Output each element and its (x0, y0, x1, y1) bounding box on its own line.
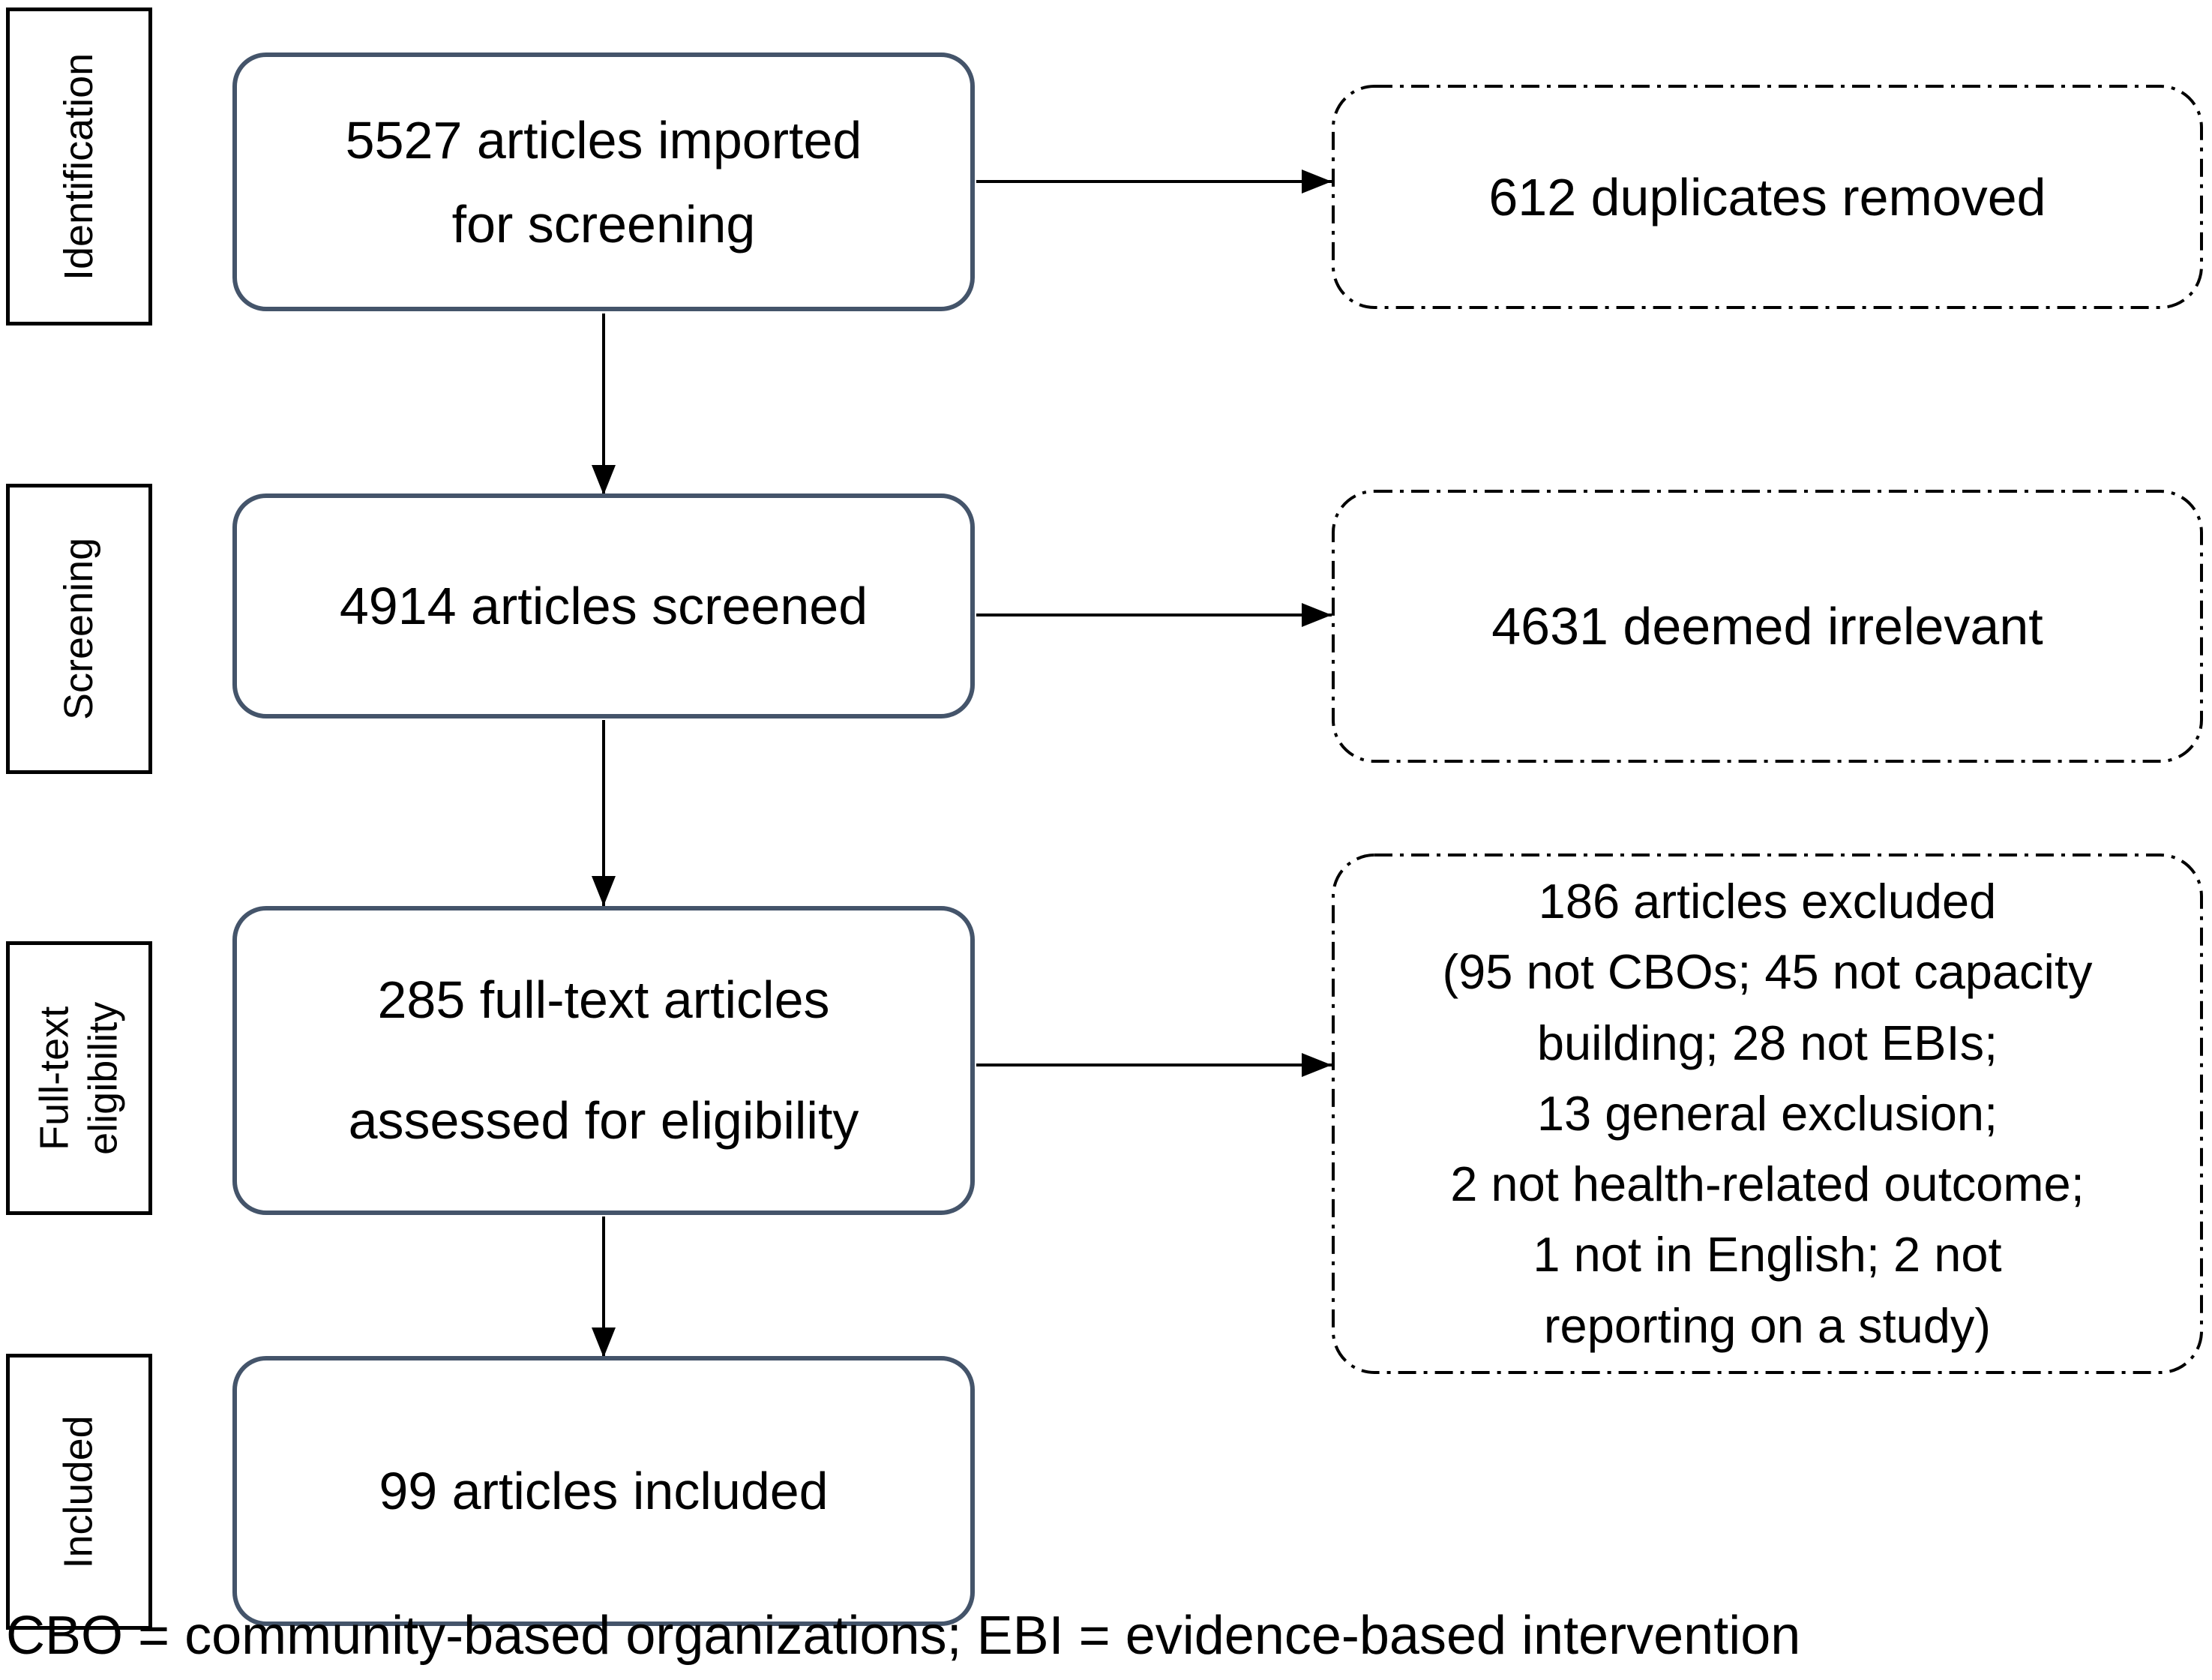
process-box-fulltext-assessed: 285 full-text articles assessed for elig… (232, 906, 975, 1215)
exclusion-box-text-line: 13 general exclusion; (1536, 1085, 1998, 1141)
process-box-text-line: for screening (451, 194, 756, 254)
process-box-text-line: assessed for eligibility (348, 1091, 859, 1150)
exclusion-box-text-line: 2 not health-related outcome; (1450, 1156, 2085, 1212)
stage-label-identification-text: Identification (55, 52, 103, 280)
stage-label-line: Identification (56, 52, 102, 280)
stage-label-screening-text: Screening (55, 538, 103, 720)
exclusion-box-irrelevant-border (1332, 490, 2203, 763)
footnote: CBO = community-based organizations; EBI… (6, 1606, 1801, 1666)
stage-label-line: eligibility (80, 1001, 126, 1155)
process-box-text-line: 4914 articles screened (339, 577, 868, 635)
stage-label-fulltext-eligibility-text: Full-text eligibility (31, 1001, 128, 1154)
exclusion-box-text-line: (95 not CBOs; 45 not capacity (1442, 944, 2093, 1000)
exclusion-box-duplicates-border (1332, 85, 2203, 309)
exclusion-box-text-line: building; 28 not EBIs; (1536, 1015, 1998, 1070)
process-box-screened: 4914 articles screened (232, 494, 975, 718)
exclusion-box-excluded: 186 articles excluded (95 not CBOs; 45 n… (1333, 855, 2202, 1372)
stage-label-line: Included (56, 1414, 102, 1569)
process-box-text-line: 5527 articles imported (345, 110, 862, 170)
exclusion-box-text-line: 186 articles excluded (1538, 874, 1997, 929)
stage-label-included-text: Included (55, 1415, 103, 1568)
exclusion-box-text-line: 4631 deemed irrelevant (1491, 597, 2043, 656)
exclusion-box-duplicates: 612 duplicates removed (1333, 86, 2202, 308)
stage-label-fulltext-eligibility: Full-text eligibility (6, 941, 152, 1215)
process-box-included: 99 articles included (232, 1356, 975, 1626)
stage-label-screening: Screening (6, 484, 152, 774)
stage-label-included: Included (6, 1354, 152, 1630)
process-box-imported: 5527 articles imported for screening (232, 52, 975, 311)
exclusion-box-excluded-border (1332, 854, 2203, 1374)
process-box-text-line: 99 articles included (379, 1462, 829, 1520)
exclusion-box-text-line: 1 not in English; 2 not (1533, 1227, 2002, 1282)
process-box-text-line: 285 full-text articles (377, 970, 830, 1029)
stage-label-identification: Identification (6, 8, 152, 326)
exclusion-box-text-line: 612 duplicates removed (1488, 167, 2046, 226)
stage-label-line: Screening (56, 537, 102, 721)
stage-label-line: Full-text (31, 1006, 77, 1150)
exclusion-box-irrelevant: 4631 deemed irrelevant (1333, 491, 2202, 761)
exclusion-box-text-line: reporting on a study) (1543, 1298, 1992, 1353)
